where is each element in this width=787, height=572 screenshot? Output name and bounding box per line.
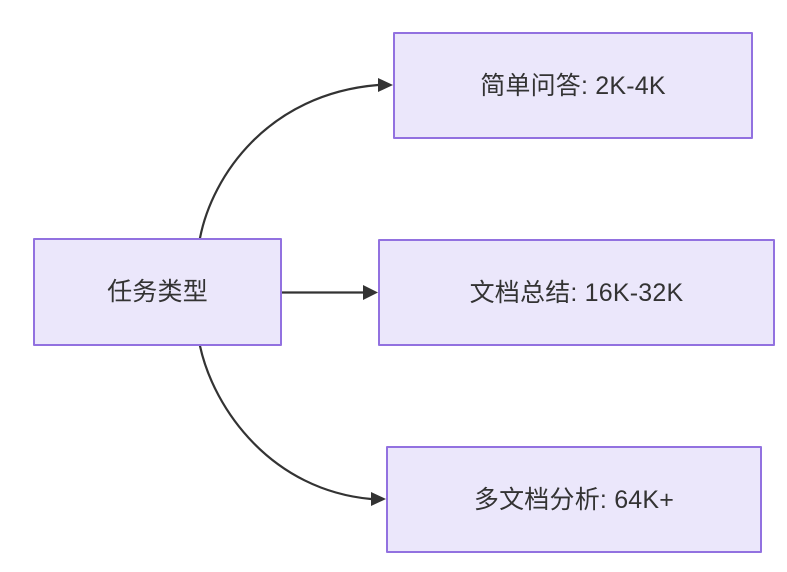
edge-curve-top [198, 83, 380, 240]
node-multi-doc-analysis-label: 多文档分析: 64K+ [473, 485, 675, 514]
arrow-head-middle-icon [363, 285, 378, 300]
node-multi-doc-analysis[interactable]: 多文档分析: 64K+ [386, 446, 762, 553]
node-doc-summary-label: 文档总结: 16K-32K [469, 278, 684, 307]
node-task-type[interactable]: 任务类型 [33, 238, 282, 346]
edge-task-type-to-simple-qa [198, 78, 393, 240]
node-simple-qa[interactable]: 简单问答: 2K-4K [393, 32, 753, 139]
edge-task-type-to-doc-summary [280, 285, 378, 300]
edge-task-type-to-multi-doc-analysis [198, 344, 386, 506]
arrow-head-top-icon [378, 78, 393, 92]
node-simple-qa-label: 简单问答: 2K-4K [480, 71, 666, 100]
arrow-head-bottom-icon [371, 492, 386, 506]
node-doc-summary[interactable]: 文档总结: 16K-32K [378, 239, 775, 346]
node-task-type-label: 任务类型 [107, 278, 208, 306]
edge-curve-bottom [198, 344, 373, 501]
